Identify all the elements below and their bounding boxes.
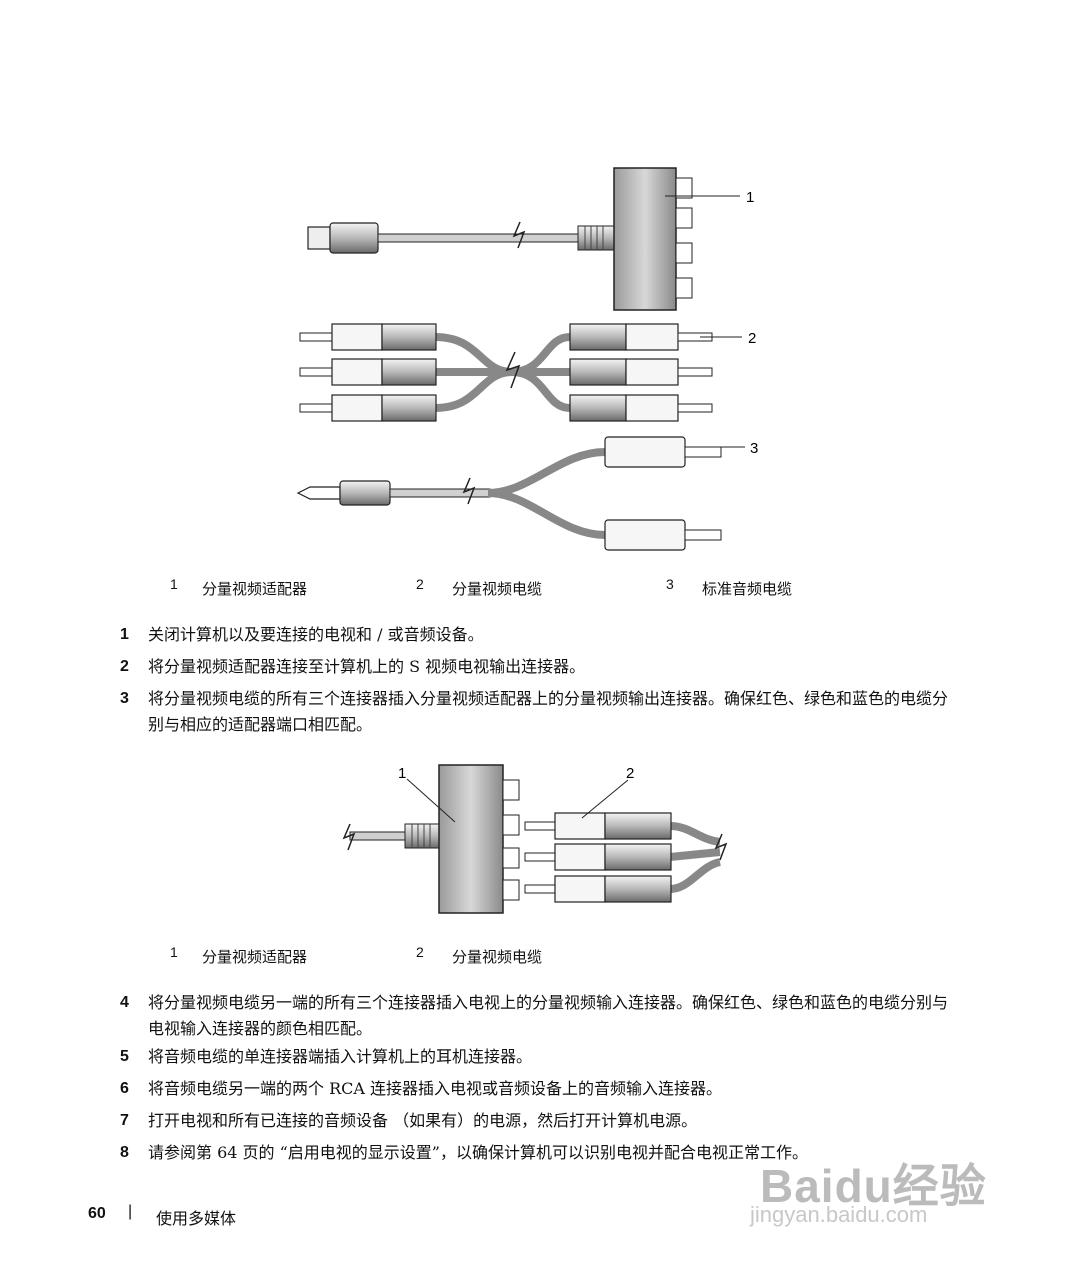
step-number: 5 (120, 1048, 129, 1065)
watermark-brand: Baidu经验 (760, 1160, 987, 1212)
component-video-cable (299, 323, 713, 422)
caption-number: 1 (170, 576, 178, 592)
caption-number: 2 (416, 944, 424, 960)
footer-separator: | (128, 1203, 133, 1220)
caption-text: 分量视频电缆 (452, 580, 543, 598)
component-video-adapter (307, 167, 693, 311)
watermark-url: jingyan.baidu.com (750, 1202, 928, 1227)
figure2-callout-2: 2 (626, 765, 634, 782)
caption-number: 1 (170, 944, 178, 960)
step-number: 3 (120, 690, 129, 707)
step-text: 将分量视频适配器连接至计算机上的 S 视频电视输出连接器。 (148, 657, 586, 676)
caption-number: 3 (666, 576, 674, 592)
step-number: 6 (120, 1080, 129, 1097)
caption-text: 标准音频电缆 (702, 580, 793, 598)
step-text: 关闭计算机以及要连接的电视和 / 或音频设备。 (148, 625, 484, 644)
step-number: 1 (120, 626, 129, 643)
component-video-adapter (342, 764, 520, 914)
section-title: 使用多媒体 (156, 1211, 237, 1228)
figure1-callout-3: 3 (750, 440, 758, 457)
caption-text: 分量视频适配器 (202, 580, 308, 598)
step-text: 将音频电缆另一端的两个 RCA 连接器插入电视或音频设备上的音频输入连接器。 (148, 1079, 723, 1098)
figure1-callout-1: 1 (746, 189, 754, 206)
caption-number: 2 (416, 576, 424, 592)
component-video-cable (524, 812, 728, 903)
figure1-callout-2: 2 (748, 330, 756, 347)
step-number: 7 (120, 1112, 129, 1129)
standard-audio-cable (296, 436, 722, 551)
step-text: 请参阅第 64 页的 “启用电视的显示设置”，以确保计算机可以识别电视并配合电视… (148, 1143, 808, 1162)
step-text: 将分量视频电缆另一端的所有三个连接器插入电视上的分量视频输入连接器。确保红色、绿… (148, 993, 949, 1038)
step-number: 8 (120, 1144, 129, 1161)
step-text: 将音频电缆的单连接器端插入计算机上的耳机连接器。 (148, 1047, 533, 1066)
caption-text: 分量视频电缆 (452, 948, 543, 966)
step-text: 将分量视频电缆的所有三个连接器插入分量视频适配器上的分量视频输出连接器。确保红色… (148, 689, 949, 734)
caption-text: 分量视频适配器 (202, 948, 308, 966)
step-number: 2 (120, 658, 129, 675)
step-number: 4 (120, 994, 129, 1011)
baidu-jingyan-watermark: Baidu经验 jingyan.baidu.com (750, 1150, 1020, 1240)
page-number: 60 (88, 1205, 106, 1222)
step-text: 打开电视和所有已连接的音频设备 （如果有）的电源，然后打开计算机电源。 (148, 1111, 698, 1130)
figure-1-cable-illustration: 1 2 (296, 167, 758, 551)
figure2-callout-1: 1 (398, 765, 406, 782)
